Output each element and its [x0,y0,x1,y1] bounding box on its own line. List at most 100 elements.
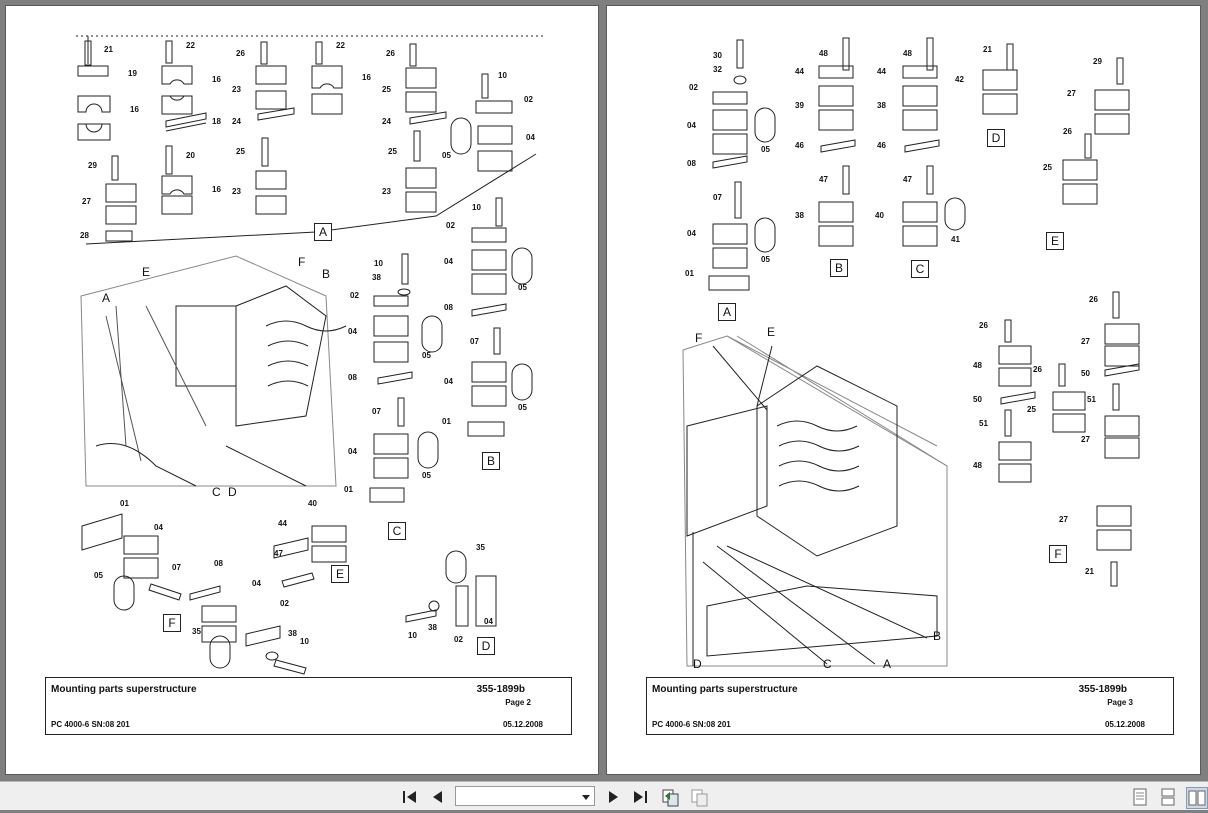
part-number-label: 07 [713,193,722,202]
chevron-down-icon [582,795,590,800]
document-number: 355-1899b [476,684,525,695]
part-number-label: 25 [382,85,391,94]
part-number-label: 16 [130,105,139,114]
part-number-label: 04 [252,579,261,588]
part-number-label: 02 [524,95,533,104]
callout-letter: D [693,657,702,671]
part-number-label: 02 [689,83,698,92]
part-number-label: 26 [236,49,245,58]
page-number-select[interactable] [455,786,595,806]
document-page-right: 30 32 02 04 05 08 07 04 05 01 48 44 39 4… [607,6,1200,774]
part-number-label: 05 [422,351,431,360]
part-number-label: 04 [526,133,535,142]
page-label: Page 2 [505,698,531,707]
callout-letter: A [883,657,892,671]
part-number-label: 27 [1067,89,1076,98]
part-number-label: 20 [186,151,195,160]
part-number-label: 05 [761,145,770,154]
part-number-label: 26 [1063,127,1072,136]
part-number-label: 21 [1085,567,1094,576]
part-number-label: 35 [476,543,485,552]
part-number-label: 38 [795,211,804,220]
continuous-view-icon[interactable] [1130,787,1150,807]
last-page-icon[interactable] [630,787,650,807]
part-number-label: 25 [388,147,397,156]
part-number-label: 04 [348,447,357,456]
callout-letter: F [298,255,306,269]
part-number-label: 25 [1027,405,1036,414]
part-number-label: 10 [374,259,383,268]
group-label-box: E [331,565,349,583]
part-number-label: 27 [1081,337,1090,346]
group-label-box: A [718,303,736,321]
callout-letter: E [142,265,151,279]
group-label-box: F [163,614,181,632]
facing-view-icon[interactable] [1186,787,1208,809]
group-label-box: C [911,260,929,278]
part-number-label: 32 [713,65,722,74]
part-number-label: 24 [382,117,391,126]
part-number-label: 38 [288,629,297,638]
part-number-label: 48 [973,361,982,370]
part-number-label: 26 [1033,365,1042,374]
parts-drawing-left [76,35,546,675]
part-number-label: 40 [308,499,317,508]
group-label-box: B [830,259,848,277]
part-number-label: 08 [687,159,696,168]
part-number-label: 42 [955,75,964,84]
part-number-label: 21 [104,45,113,54]
part-number-label: 27 [1081,435,1090,444]
part-number-label: 16 [212,185,221,194]
part-number-label: 30 [713,51,722,60]
part-number-label: 22 [186,41,195,50]
viewer-toolbar [0,781,1208,810]
part-number-label: 05 [94,571,103,580]
part-number-label: 23 [232,85,241,94]
title-block: Mounting parts superstructure 355-1899b … [646,677,1174,735]
part-number-label: 21 [983,45,992,54]
part-number-label: 04 [348,327,357,336]
single-continuous-view-icon[interactable] [1158,787,1178,807]
part-number-label: 02 [446,221,455,230]
part-number-label: 35 [192,627,201,636]
part-number-label: 44 [278,519,287,528]
previous-page-icon[interactable] [428,787,448,807]
part-number-label: 05 [442,151,451,160]
part-number-label: 26 [386,49,395,58]
two-page-view-icon[interactable] [661,787,681,807]
document-number: 355-1899b [1078,684,1127,695]
document-date: 05.12.2008 [502,720,543,729]
part-number-label: 38 [372,273,381,282]
part-number-label: 29 [88,161,97,170]
callout-letter: B [933,629,942,643]
callout-letter: F [695,331,703,345]
group-label-box: D [987,129,1005,147]
part-number-label: 28 [80,231,89,240]
part-number-label: 01 [120,499,129,508]
part-number-label: 39 [795,101,804,110]
part-number-label: 25 [1043,163,1052,172]
part-number-label: 46 [795,141,804,150]
part-number-label: 44 [877,67,886,76]
group-label-box: B [482,452,500,470]
callout-letter: C [823,657,832,671]
first-page-icon[interactable] [400,787,420,807]
title-block: Mounting parts superstructure 355-1899b … [45,677,572,735]
part-number-label: 27 [1059,515,1068,524]
parts-drawing-right [682,37,1140,667]
next-page-icon[interactable] [603,787,623,807]
part-number-label: 05 [518,283,527,292]
part-number-label: 19 [128,69,137,78]
part-number-label: 07 [172,563,181,572]
callout-letter: A [102,291,111,305]
part-number-label: 47 [274,549,283,558]
single-page-view-icon[interactable] [690,787,710,807]
page-label: Page 3 [1107,698,1133,707]
callout-letter: D [228,485,237,499]
part-number-label: 05 [761,255,770,264]
part-number-label: 48 [973,461,982,470]
part-number-label: 18 [212,117,221,126]
part-number-label: 38 [428,623,437,632]
part-number-label: 16 [212,75,221,84]
part-number-label: 50 [973,395,982,404]
